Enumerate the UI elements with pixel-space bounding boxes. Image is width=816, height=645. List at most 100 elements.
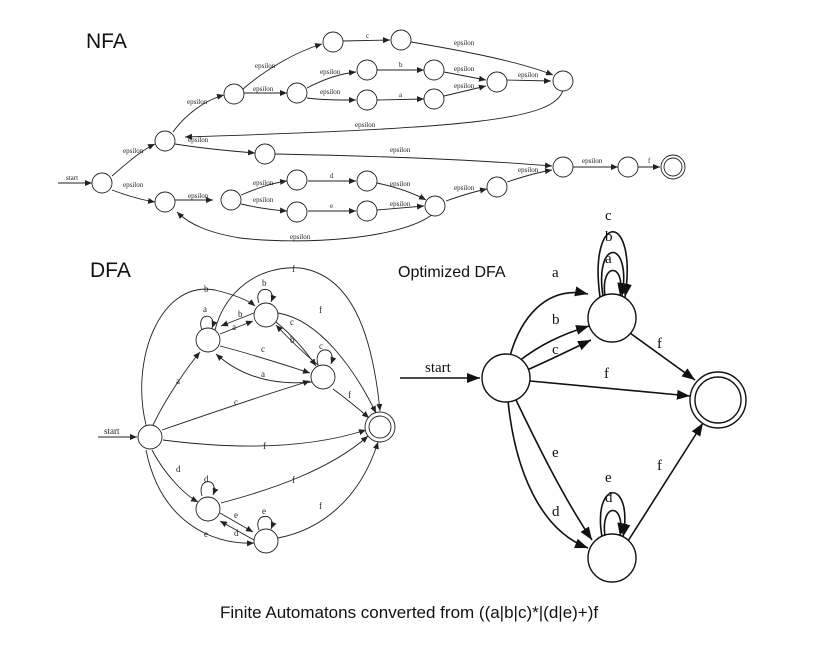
nfa-state [424,195,446,217]
dfa-edge-label: a [176,376,180,386]
dfa-edge-label: a [261,369,265,379]
nfa-state [223,83,245,105]
nfa-edges [58,37,660,242]
nfa-state [356,200,378,222]
opt-start-label: start [425,360,452,376]
nfa-graph: start epsilon epsilon epsilon epsilon ep… [58,29,686,242]
dfa-edge-label: f [348,390,351,400]
nfa-edge-label: epsilon [355,121,376,129]
nfa-state [423,59,445,81]
nfa-edge-label: epsilon [518,166,539,174]
nfa-state [91,172,113,194]
nfa-state [423,88,445,110]
nfa-edge-label: c [366,32,369,40]
nfa-state [286,169,308,191]
opt-start-state [481,353,531,403]
dfa-edge-label: a [203,304,207,314]
dfa-labels: start a b c f d e a a b b c a c b c f f … [104,264,351,539]
optimized-dfa-nodes [481,293,747,583]
nfa-edge-label: epsilon [255,62,276,70]
nfa-start-label: start [66,174,78,182]
nfa-edge-label: d [330,172,334,180]
dfa-edge-label: f [319,501,322,511]
dfa-edge-label: e [234,510,238,520]
opt-edge-label: b [552,312,560,328]
nfa-edge-label: epsilon [253,85,274,93]
dfa-edge-label: b [238,309,243,319]
dfa-state-d [195,496,221,522]
nfa-edge-label: epsilon [253,196,274,204]
nfa-nodes [91,29,686,223]
dfa-edge-label: d [234,528,239,538]
dfa-edge-label: c [290,317,294,327]
dfa-edge-label: e [262,506,266,516]
nfa-state [254,143,276,165]
dfa-edge-label: b [262,278,267,288]
dfa-edge-label: d [176,464,181,474]
nfa-state [154,130,176,152]
nfa-state [356,89,378,111]
nfa-edge-label: epsilon [390,180,411,188]
nfa-state [552,156,574,178]
nfa-state [390,29,412,51]
nfa-state [154,191,176,213]
dfa-edge-label: f [263,441,266,451]
nfa-state [617,156,639,178]
dfa-graph: start a b c f d e a a b b c a c b c f f … [98,264,396,554]
nfa-state [322,31,344,53]
opt-edge-label: f [657,336,662,352]
nfa-edge-label: epsilon [390,200,411,208]
opt-edge-label: d [605,490,613,506]
dfa-edge-label: e [204,529,208,539]
nfa-edge-label: epsilon [454,82,475,90]
dfa-edge-label: c [261,344,265,354]
nfa-edge-label: epsilon [253,179,274,187]
nfa-edge-label: f [648,157,651,165]
opt-edge-label: f [657,458,662,474]
nfa-edge-label: epsilon [123,181,144,189]
dfa-edge-label: b [204,284,209,294]
dfa-edge-label: b [290,335,295,345]
opt-edge-label: c [552,342,559,358]
nfa-edge-label: epsilon [454,39,475,47]
dfa-state-c [310,364,336,390]
dfa-start-state [137,424,163,450]
opt-edge-label: a [552,265,559,281]
dfa-nodes [137,302,396,554]
dfa-edges [98,267,383,547]
nfa-state [552,70,574,92]
nfa-edge-label: epsilon [518,71,539,79]
opt-edge-label: e [552,445,559,461]
dfa-state-b [253,302,279,328]
dfa-edge-label: d [204,474,209,484]
dfa-edge-label: c [319,341,323,351]
opt-edge-label: d [552,504,560,520]
opt-edge-label: b [605,229,613,245]
nfa-edge-label: b [399,61,403,69]
optimized-dfa-title: Optimized DFA [398,264,506,281]
nfa-edge-label: epsilon [390,146,411,154]
opt-accept-state-inner [694,376,742,424]
nfa-state [286,201,308,223]
opt-edge-label: c [605,208,612,224]
nfa-edge-label: a [399,91,403,99]
dfa-title: DFA [90,259,131,282]
nfa-title: NFA [86,30,127,53]
nfa-state [486,71,508,93]
optimized-dfa-graph: start a b c c b a f f e d e d f [400,208,747,583]
nfa-edge-label: epsilon [582,157,603,165]
nfa-edge-label: epsilon [290,233,311,241]
opt-edge-label: e [605,470,612,486]
opt-state-de [587,533,637,583]
nfa-labels: start epsilon epsilon epsilon epsilon ep… [66,32,651,241]
dfa-state-e [253,528,279,554]
nfa-edge-label: epsilon [320,88,341,96]
nfa-edge-label: epsilon [188,136,209,144]
dfa-edge-label: f [319,305,322,315]
opt-state-abc [587,293,637,343]
caption: Finite Automatons converted from ((a|b|c… [220,603,598,622]
nfa-edge-label: epsilon [123,147,144,155]
opt-edge-label: f [604,366,609,382]
nfa-state [220,189,242,211]
